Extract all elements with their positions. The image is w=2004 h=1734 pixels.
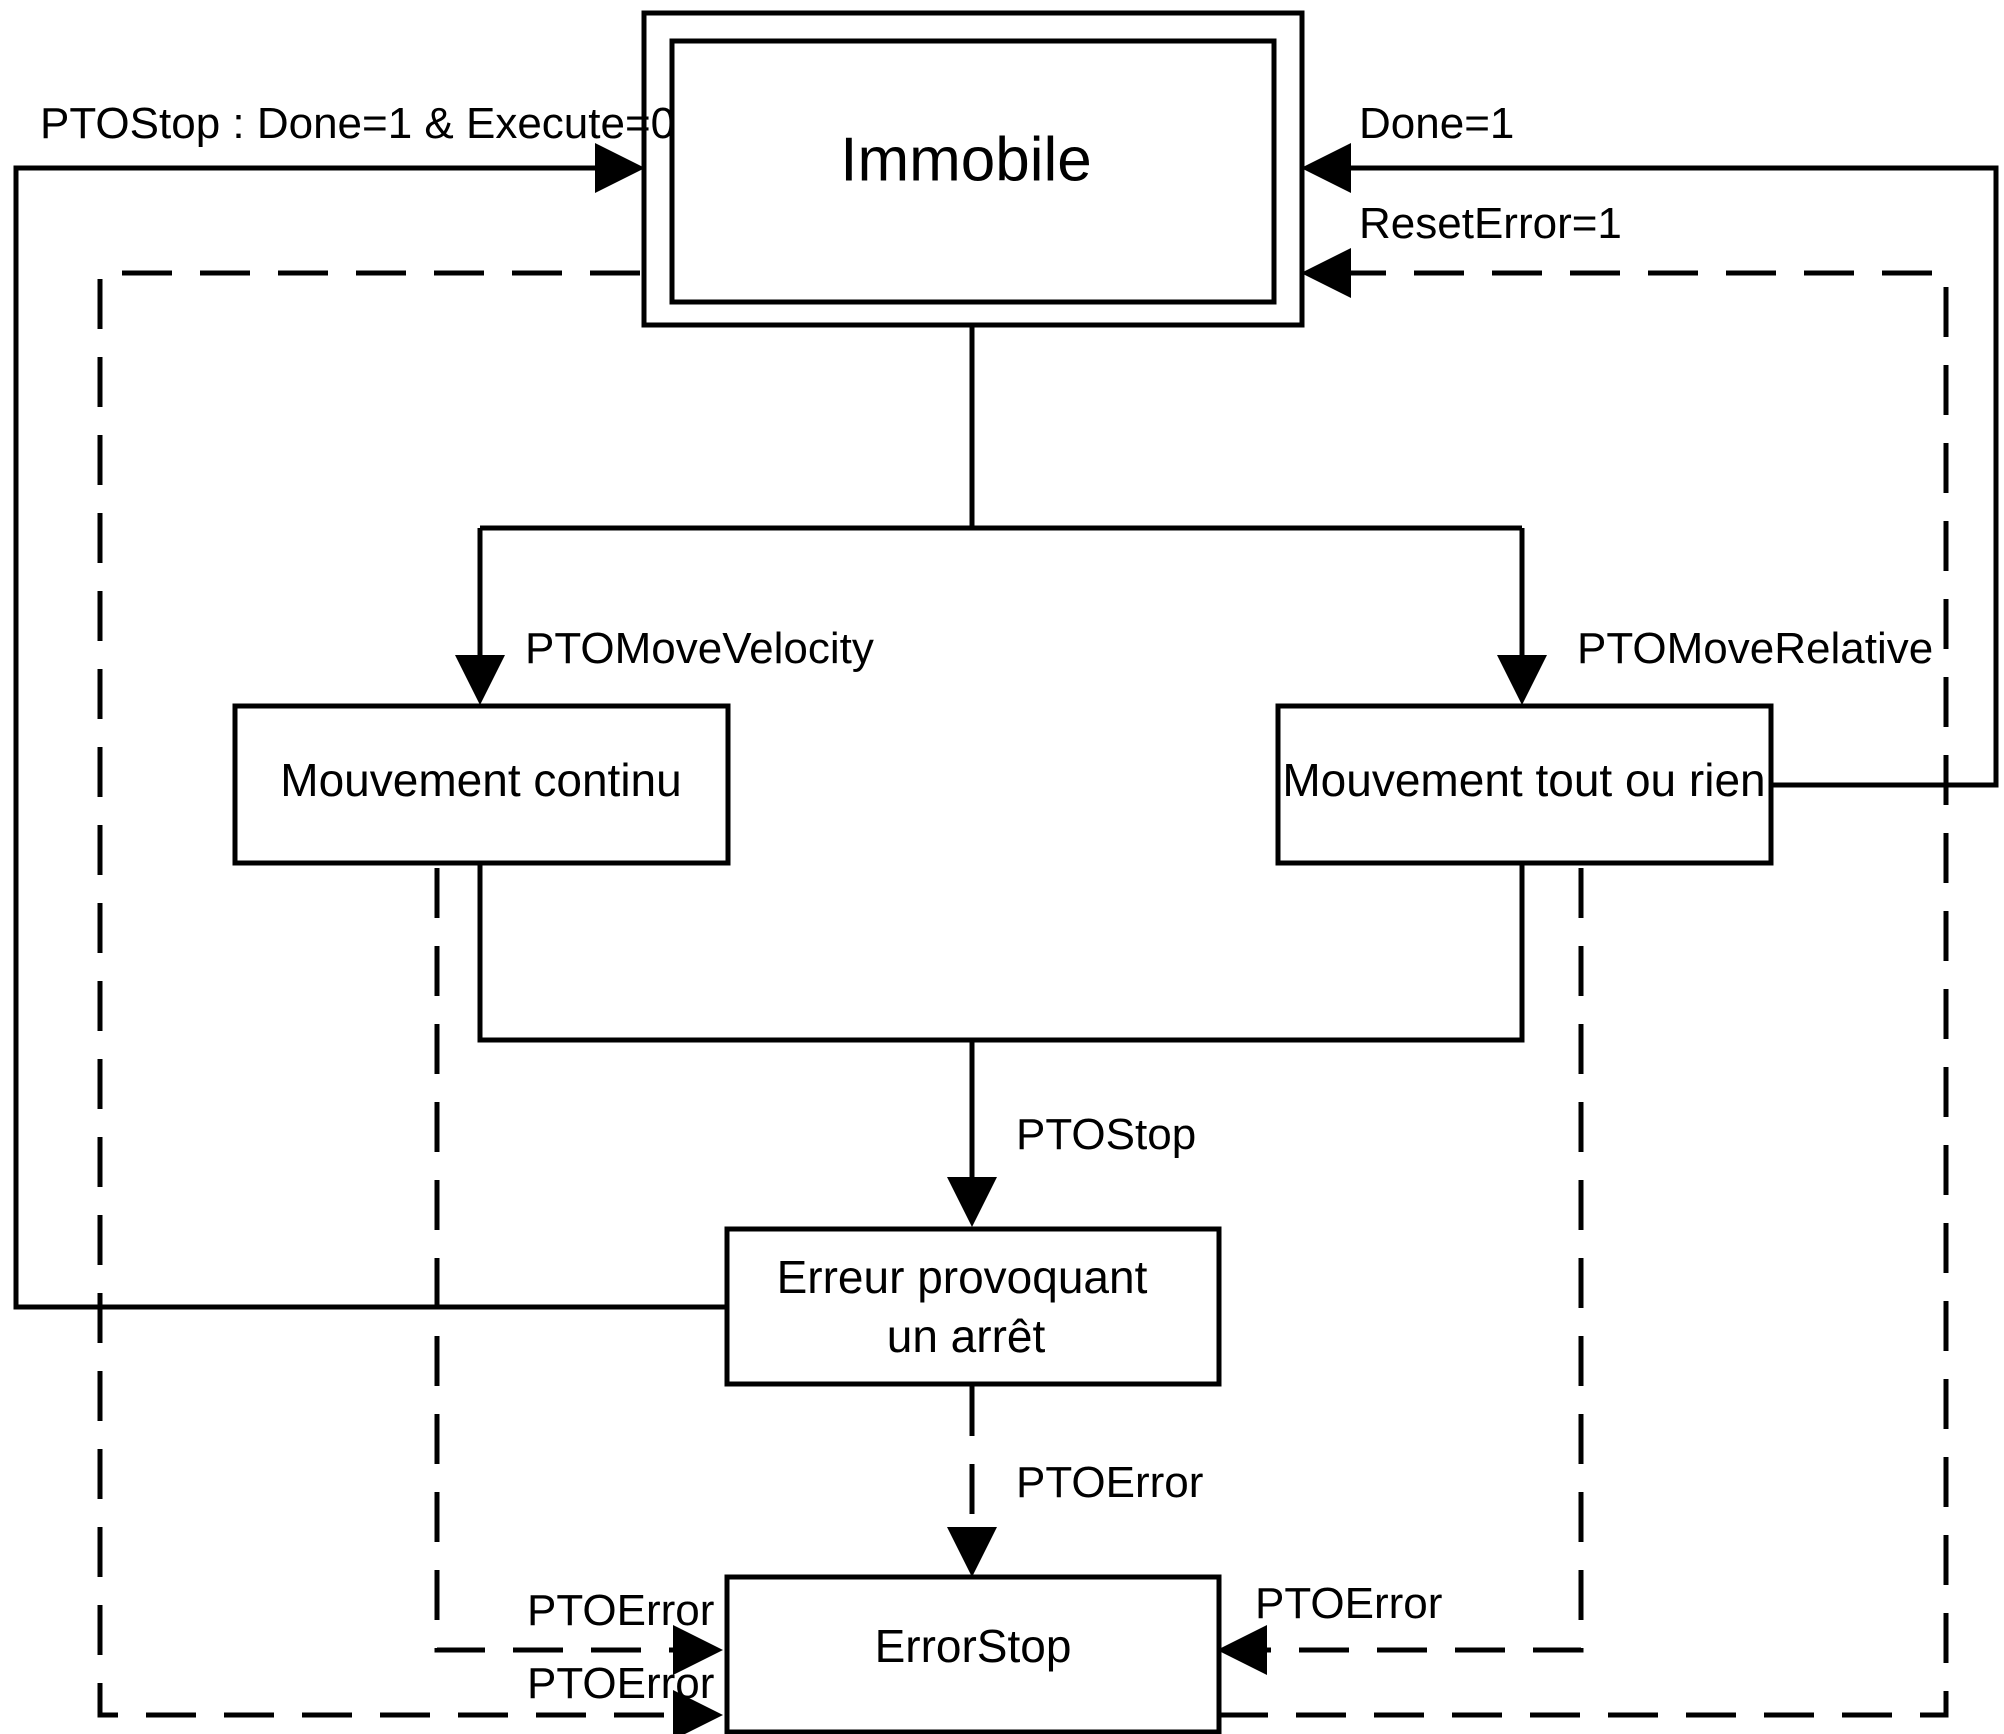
connector-merge <box>477 862 1525 1043</box>
erreur-provoquant-arret-line2: un arrêt <box>887 1310 1046 1362</box>
transition-label-move-velocity: PTOMoveVelocity <box>525 624 874 673</box>
errorstop-label: ErrorStop <box>875 1620 1072 1672</box>
transition-label-done: Done=1 <box>1359 99 1514 148</box>
dashed-immobile-to-errorstop-outer <box>97 270 723 1734</box>
state-immobile: Immobile <box>641 10 1305 328</box>
transition-label-stop: PTOStop <box>1016 1110 1196 1159</box>
arrow-done-to-immobile <box>1301 143 1999 788</box>
state-mouvement-continu: Mouvement continu <box>232 703 731 866</box>
transition-label-error-right: PTOError <box>1255 1579 1442 1628</box>
mouvement-tout-ou-rien-box <box>1275 703 1774 866</box>
transition-label-error-left-upper: PTOError <box>527 1586 714 1635</box>
state-mouvement-tout-ou-rien: Mouvement tout ou rien <box>1275 703 1774 866</box>
state-errorstop: ErrorStop <box>724 1574 1222 1734</box>
arrow-stopping-to-immobile <box>13 143 727 1310</box>
errorstop-box <box>724 1574 1222 1734</box>
immobile-inner-border <box>669 38 1277 305</box>
dashed-errorstop-to-immobile-reset <box>1218 248 1949 1718</box>
transition-label-error-left-lower: PTOError <box>527 1659 714 1708</box>
transition-label-move-relative: PTOMoveRelative <box>1577 624 1933 673</box>
mouvement-tout-ou-rien-label: Mouvement tout ou rien <box>1282 754 1765 806</box>
transition-label-error-center: PTOError <box>1016 1458 1203 1507</box>
state-erreur-provoquant-arret: Erreur provoquant un arrêt <box>724 1226 1222 1387</box>
mouvement-continu-label: Mouvement continu <box>280 754 681 806</box>
transition-label-reset-error: ResetError=1 <box>1359 199 1622 248</box>
dashed-tout-ou-rien-to-errorstop <box>1217 868 1584 1675</box>
erreur-provoquant-arret-box <box>724 1226 1222 1387</box>
transition-label-stop-done-execute: PTOStop : Done=1 & Execute=0 <box>40 99 675 148</box>
mouvement-continu-box <box>232 703 731 866</box>
dashed-continu-to-errorstop <box>434 868 723 1675</box>
immobile-label: Immobile <box>840 125 1092 194</box>
erreur-provoquant-arret-line1: Erreur provoquant <box>777 1251 1148 1303</box>
